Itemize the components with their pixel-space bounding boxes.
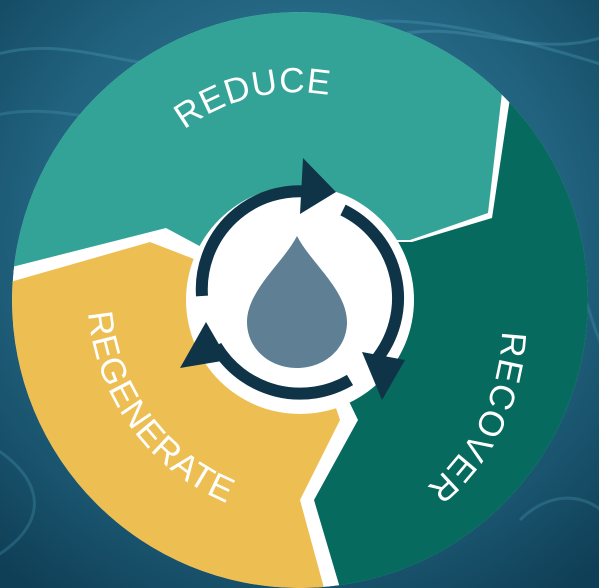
recycle-arrows-icon (180, 158, 405, 400)
segment-recover (300, 98, 588, 588)
segment-reduce (12, 12, 588, 300)
water-drop-icon (247, 236, 347, 368)
